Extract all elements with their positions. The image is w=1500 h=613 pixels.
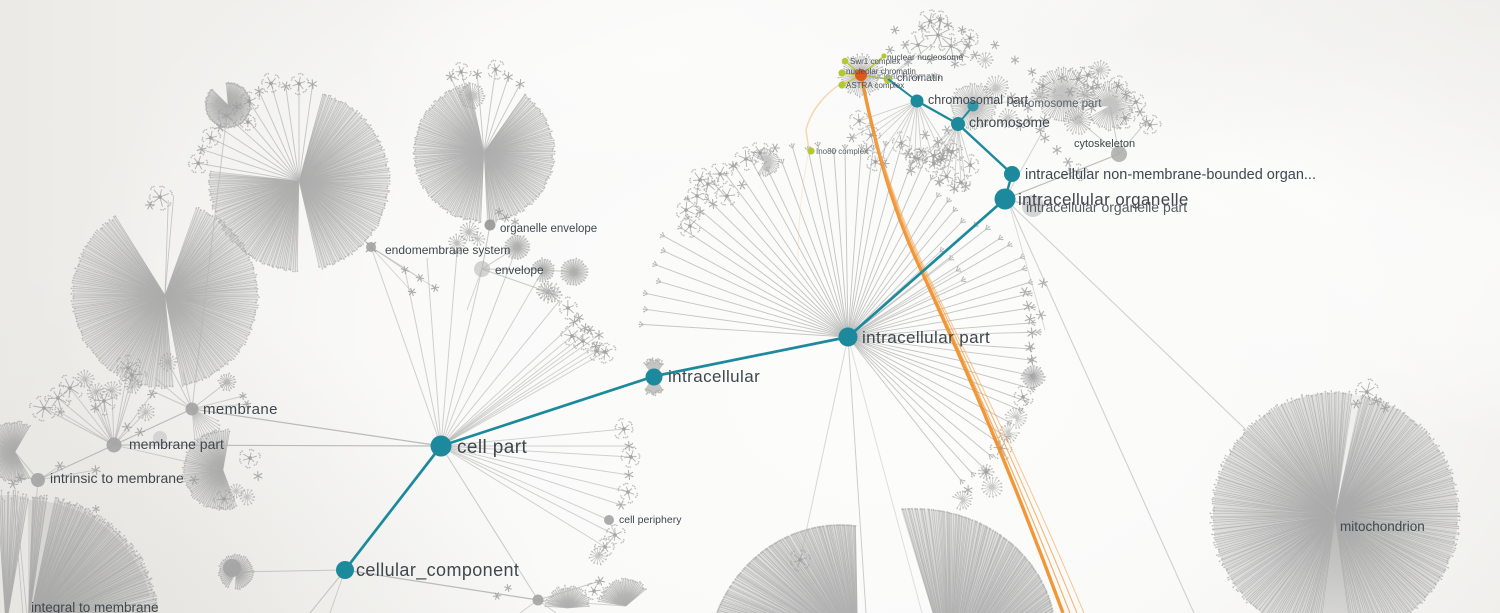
svg-text:intracellular organelle: intracellular organelle xyxy=(1018,190,1189,209)
svg-text:intrinsic to membrane: intrinsic to membrane xyxy=(50,470,184,486)
svg-text:intracellular organelle part: intracellular organelle part xyxy=(1026,199,1187,215)
svg-text:Ino80 complex: Ino80 complex xyxy=(816,147,868,156)
svg-text:membrane part: membrane part xyxy=(129,436,224,452)
svg-text:mitochondrion: mitochondrion xyxy=(1340,519,1425,534)
svg-text:cell periphery: cell periphery xyxy=(619,514,682,526)
svg-text:envelope: envelope xyxy=(495,263,544,277)
svg-text:chromatin: chromatin xyxy=(897,72,943,84)
svg-text:cell part: cell part xyxy=(457,437,527,458)
svg-text:nuclear chromatin: nuclear chromatin xyxy=(869,71,941,81)
svg-text:endomembrane system: endomembrane system xyxy=(385,243,510,257)
svg-text:Swr1 complex: Swr1 complex xyxy=(850,57,900,66)
svg-text:integral to membrane: integral to membrane xyxy=(31,600,159,613)
svg-text:intracellular: intracellular xyxy=(668,367,760,386)
svg-text:membrane: membrane xyxy=(203,401,278,418)
svg-text:chromosomal part: chromosomal part xyxy=(928,93,1029,107)
svg-text:intracellular part: intracellular part xyxy=(862,328,990,347)
svg-text:intracellular non-membrane-bou: intracellular non-membrane-bounded organ… xyxy=(1025,167,1316,183)
svg-text:organelle envelope: organelle envelope xyxy=(500,223,597,235)
svg-text:nuclear nucleosome: nuclear nucleosome xyxy=(887,52,963,62)
svg-text:nucleolar chromatin: nucleolar chromatin xyxy=(846,67,916,76)
svg-text:cytoskeleton: cytoskeleton xyxy=(1074,138,1135,150)
svg-text:ASTRA complex: ASTRA complex xyxy=(846,81,904,90)
svg-text:cellular_component: cellular_component xyxy=(356,560,519,581)
svg-text:chromosome part: chromosome part xyxy=(1012,98,1102,110)
svg-text:chromosome: chromosome xyxy=(969,114,1050,130)
